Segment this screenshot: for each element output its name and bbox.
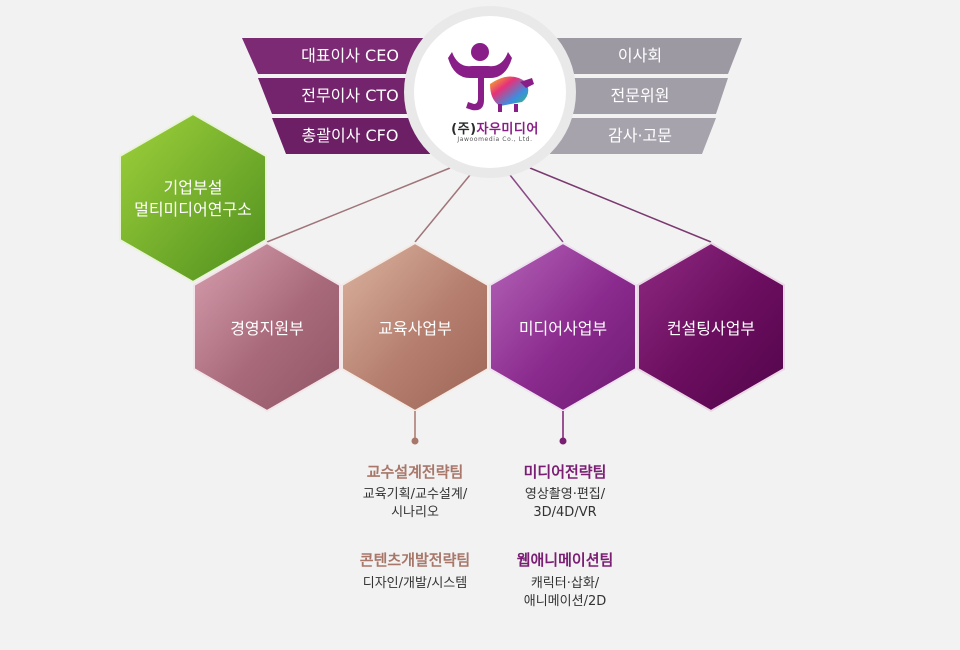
exec-band-left — [272, 118, 430, 154]
company-name-main: 자우미디어 — [476, 122, 539, 137]
division-hexagon-mgmt — [193, 241, 341, 413]
rnd-label-line2: 멀티미디어연구소 — [134, 200, 252, 219]
exec-band-right — [550, 78, 728, 114]
team-media-strategy-desc: 영상촬영·편집/ 3D/4D/VR — [524, 487, 606, 520]
connector-line — [509, 174, 564, 243]
exec-audit: 감사·고문 — [608, 126, 672, 145]
company-subtitle: Jawoomedia Co., Ltd. — [457, 136, 533, 143]
connector-line — [266, 167, 451, 243]
exec-band-right — [550, 118, 716, 154]
connector-lines — [266, 167, 712, 243]
division-media: 미디어사업부 — [518, 319, 608, 338]
exec-cto: 전무이사 CTO — [301, 86, 399, 105]
team-content-dev: 콘텐츠개발전략팀 — [359, 551, 471, 569]
team-instructional-design-desc: 교육기획/교수설계/ 시나리오 — [362, 487, 468, 520]
exec-advisors: 전문위원 — [610, 86, 670, 105]
exec-cfo: 총괄이사 CFO — [301, 126, 399, 145]
exec-board: 이사회 — [617, 46, 663, 65]
rnd-hexagon — [119, 112, 267, 284]
connector-line — [414, 174, 471, 243]
company-name: (주)자우미디어 — [430, 118, 560, 137]
executives-right — [550, 38, 742, 154]
exec-band-left — [258, 78, 430, 114]
exec-band-right — [550, 38, 742, 74]
team-connector-dot — [559, 437, 567, 445]
team-media-strategy: 미디어전략팀 — [523, 463, 607, 481]
team-content-dev-desc: 디자인/개발/시스템 — [362, 576, 468, 591]
team-connector-dot — [411, 437, 419, 445]
bull-mascot-icon — [448, 43, 534, 112]
division-edu: 교육사업부 — [378, 319, 452, 338]
exec-ceo: 대표이사 CEO — [301, 46, 399, 65]
division-consult: 컨설팅사업부 — [666, 319, 756, 338]
connector-line — [529, 167, 712, 243]
team-instructional-design: 교수설계전략팀 — [366, 463, 464, 481]
exec-band-left — [242, 38, 430, 74]
rnd-label-line1: 기업부설 — [163, 178, 223, 197]
executives-left — [242, 38, 430, 154]
company-name-prefix: (주) — [451, 122, 477, 137]
team-web-animation-desc: 캐릭터·삽화/ 애니메이션/2D — [523, 576, 607, 609]
division-hexagon-consult — [637, 241, 785, 413]
team-web-animation: 웹애니메이션팀 — [516, 551, 614, 569]
division-mgmt: 경영지원부 — [230, 319, 304, 338]
